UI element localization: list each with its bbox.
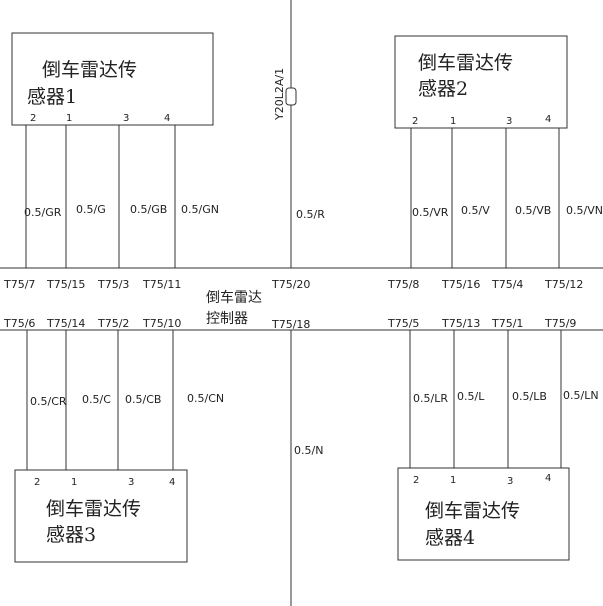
wire-label: 0.5/V (461, 204, 490, 217)
terminal: T75/8 (387, 278, 419, 291)
terminal: T75/13 (441, 317, 480, 330)
sensor-3-pin: 3 (128, 477, 134, 488)
wire-label: 0.5/GR (24, 206, 62, 219)
sensor-4-name-line2: 感器4 (425, 527, 475, 549)
sensor-1-pin: 1 (66, 113, 72, 124)
terminal: T75/3 (97, 278, 129, 291)
sensor-2-box (394, 35, 568, 129)
wire-label: 0.5/CB (125, 393, 161, 406)
sensor-3-pin: 1 (71, 477, 77, 488)
sensor-4-pin: 2 (413, 475, 419, 486)
sensor-3-name-line1: 倒车雷达传 (46, 498, 141, 520)
sensor-4-name-line1: 倒车雷达传 (425, 500, 520, 522)
sensor-4-pin: 3 (507, 476, 513, 487)
sensor-3-box (14, 469, 188, 563)
sensor-2-pin: 1 (450, 116, 456, 127)
terminal: T75/11 (142, 278, 181, 291)
wire-label: 0.5/LR (413, 392, 448, 405)
sensor-3-name-line2: 感器3 (46, 524, 96, 546)
terminal-ground: T75/18 (271, 318, 310, 331)
sensor-2-pin: 2 (412, 116, 418, 127)
sensor-2-pin: 4 (545, 114, 551, 125)
wire-label: 0.5/GB (130, 203, 167, 216)
terminal: T75/14 (46, 317, 85, 330)
wire-label: 0.5/L (457, 390, 485, 403)
sensor-1-pin: 3 (123, 113, 129, 124)
terminal: T75/15 (46, 278, 85, 291)
sensor-4-box (397, 467, 570, 561)
sensor-4-pin: 4 (545, 473, 551, 484)
wire-label: 0.5/VB (515, 204, 551, 217)
terminal: T75/4 (491, 278, 523, 291)
sensor-1-name-line2: 感器1 (27, 86, 77, 108)
sensor-4-pin: 1 (450, 475, 456, 486)
controller-name-line1: 倒车雷达 (206, 289, 262, 306)
wire-label: 0.5/VN (566, 204, 603, 217)
power-wire-label: 0.5/R (296, 208, 325, 221)
terminal: T75/16 (441, 278, 480, 291)
fuse-label: Y20L2A/1 (273, 68, 286, 121)
sensor-1-box (11, 32, 214, 126)
wire-label: 0.5/GN (181, 203, 219, 216)
terminal: T75/6 (3, 317, 35, 330)
terminal-power: T75/20 (271, 278, 310, 291)
terminal: T75/5 (387, 317, 419, 330)
wire-label: 0.5/C (82, 393, 111, 406)
wire-label: 0.5/CN (187, 392, 224, 405)
sensor-2-pin: 3 (506, 116, 512, 127)
terminal: T75/1 (491, 317, 523, 330)
sensor-1-pin: 2 (30, 113, 36, 124)
controller-name-line2: 控制器 (206, 311, 248, 327)
wire-label: 0.5/VR (412, 206, 449, 219)
sensor-2-name-line2: 感器2 (418, 78, 468, 100)
terminal: T75/9 (544, 317, 576, 330)
terminal: T75/2 (97, 317, 129, 330)
wire-label: 0.5/G (76, 203, 106, 216)
terminal: T75/10 (142, 317, 181, 330)
sensor-1-pin: 4 (164, 113, 170, 124)
sensor-3-pin: 4 (169, 477, 175, 488)
sensor-3-pin: 2 (34, 477, 40, 488)
wire-label: 0.5/LB (512, 390, 547, 403)
wire-label: 0.5/LN (563, 389, 599, 402)
ground-wire-label: 0.5/N (294, 444, 323, 457)
wire-label: 0.5/CR (30, 395, 67, 408)
sensor-1-name-line1: 倒车雷达传 (42, 59, 137, 81)
fuse-icon (285, 87, 297, 106)
terminal: T75/7 (3, 278, 35, 291)
terminal: T75/12 (544, 278, 583, 291)
sensor-2-name-line1: 倒车雷达传 (418, 52, 513, 74)
